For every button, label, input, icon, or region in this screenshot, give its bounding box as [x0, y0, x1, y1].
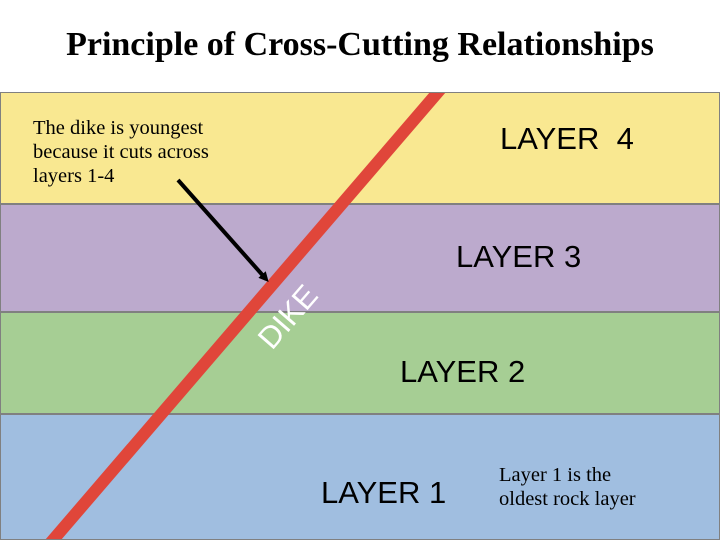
layer-3-label: LAYER 3 [456, 239, 581, 274]
layer-4-label: LAYER 4 [500, 121, 634, 156]
layer-1-band [0, 414, 720, 540]
pointer-arrow [176, 178, 269, 282]
note-line: because it cuts across [33, 141, 209, 163]
note-line: oldest rock layer [499, 488, 636, 510]
layer-1-label: LAYER 1 [321, 475, 446, 510]
layer1-oldest-note: Layer 1 is the oldest rock layer [499, 463, 709, 511]
layer-2-label: LAYER 2 [400, 354, 525, 389]
dike-intrusion [45, 92, 446, 540]
layer-3-band [0, 204, 720, 312]
dike-youngest-note: The dike is youngest because it cuts acr… [33, 116, 283, 188]
note-line: layers 1-4 [33, 165, 115, 187]
note-line: Layer 1 is the [499, 464, 612, 486]
layer-2-band [0, 312, 720, 414]
slide-title: Principle of Cross-Cutting Relationships [66, 26, 654, 63]
note-line: The dike is youngest [33, 117, 204, 139]
